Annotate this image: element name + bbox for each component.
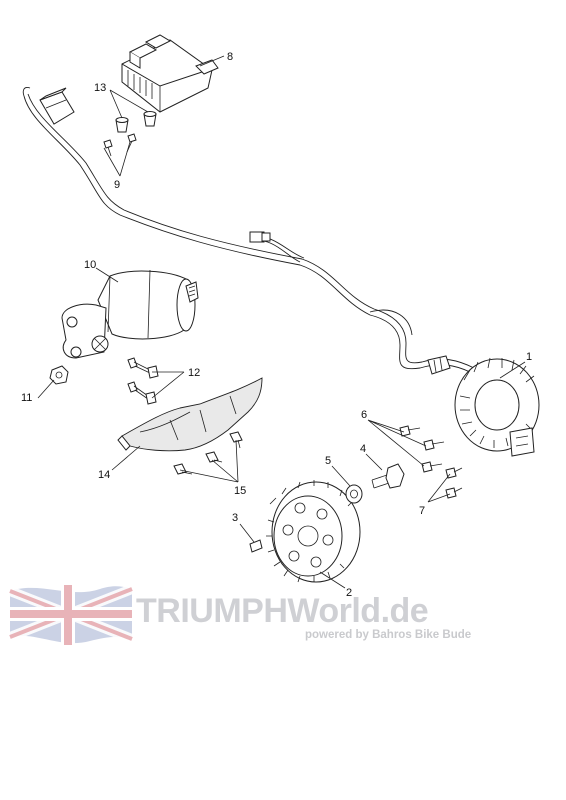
callout-13: 13 bbox=[94, 82, 106, 94]
callout-10: 10 bbox=[84, 259, 96, 271]
starter-motor-part-10 bbox=[61, 269, 199, 359]
watermark-tagline: powered by Bahros Bike Bude bbox=[305, 629, 471, 641]
watermark: TRIUMPHWorld.de powered by Bahros Bike B… bbox=[8, 584, 471, 645]
callout-leaders bbox=[37, 55, 526, 589]
bolts-part-7 bbox=[445, 467, 463, 499]
washer-part-5 bbox=[345, 484, 363, 504]
callout-14: 14 bbox=[98, 469, 110, 481]
screws-part-15 bbox=[173, 431, 243, 475]
callout-1: 1 bbox=[526, 351, 532, 363]
stator-part-1 bbox=[454, 357, 540, 457]
callout-3: 3 bbox=[232, 512, 238, 524]
callout-8: 8 bbox=[227, 51, 233, 63]
callout-7: 7 bbox=[419, 505, 425, 517]
spacers-part-13 bbox=[115, 111, 157, 133]
watermark-brand: TRIUMPHWorld.de bbox=[136, 592, 428, 630]
union-jack-flag-logo bbox=[8, 584, 134, 645]
callout-9: 9 bbox=[114, 179, 120, 191]
screws-part-9 bbox=[103, 133, 137, 157]
callout-2: 2 bbox=[346, 587, 352, 599]
bolts-part-6 bbox=[399, 425, 445, 473]
callout-6: 6 bbox=[361, 409, 367, 421]
callout-5: 5 bbox=[325, 455, 331, 467]
callout-4: 4 bbox=[360, 443, 366, 455]
cover-part-14 bbox=[117, 377, 263, 452]
wiring-harness bbox=[22, 87, 475, 375]
harness-connector-mid bbox=[249, 231, 271, 243]
callout-12: 12 bbox=[188, 367, 200, 379]
callout-labels: 1 2 3 4 5 6 7 8 9 10 11 12 13 14 15 bbox=[21, 51, 532, 599]
callout-15: 15 bbox=[234, 485, 246, 497]
nut-part-11 bbox=[49, 365, 69, 385]
harness-connector-top bbox=[39, 87, 75, 125]
harness-grommet bbox=[427, 355, 451, 375]
callout-11: 11 bbox=[21, 392, 32, 404]
bolts-part-12 bbox=[127, 357, 159, 405]
bolt-part-4 bbox=[371, 463, 405, 489]
key-part-3 bbox=[249, 539, 263, 553]
flywheel-rotor-part-2 bbox=[266, 480, 361, 583]
regulator-rectifier-part-8 bbox=[121, 34, 219, 113]
